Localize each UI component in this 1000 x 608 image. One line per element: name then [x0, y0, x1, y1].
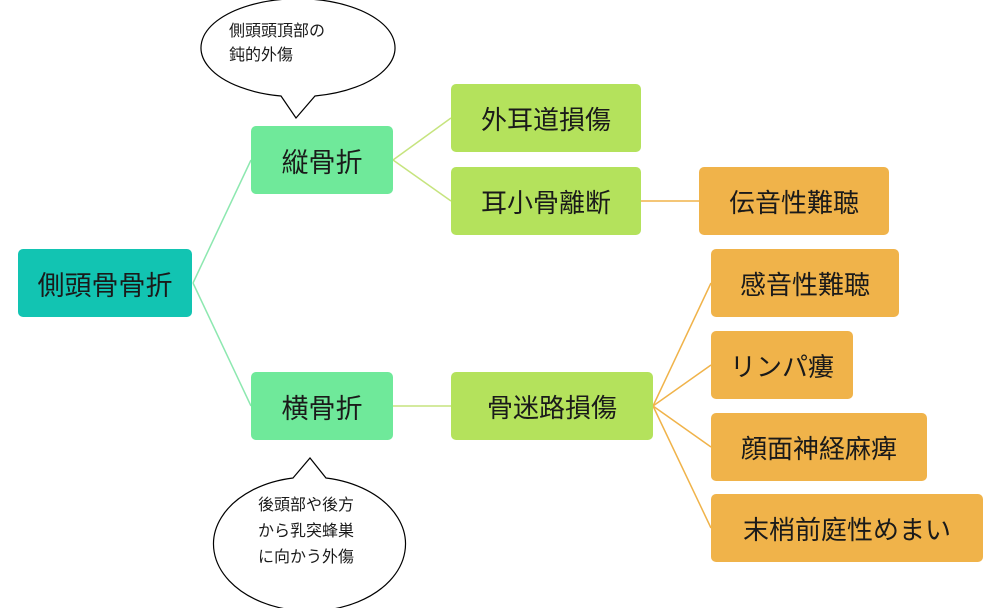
node-peripheral-vertigo: 末梢前庭性めまい: [711, 494, 983, 562]
connector-labyrinth-outcome-3: [652, 405, 712, 448]
connector-longitudinal-ossicle: [392, 159, 452, 202]
node-sensorineural-hearing-loss: 感音性難聴: [711, 249, 899, 317]
connector-labyrinth-outcome-2: [652, 364, 712, 407]
node-perilymph-fistula: リンパ瘻: [711, 331, 853, 399]
callout-bubble-transverse: [212, 457, 407, 608]
callout-line: 側頭頭頂部の: [229, 21, 326, 40]
callout-line: 後頭部や後方: [258, 495, 355, 514]
connector-labyrinth-outcome-1: [652, 282, 712, 407]
node-longitudinal-fracture: 縦骨折: [251, 126, 393, 194]
node-conductive-hearing-loss: 伝音性難聴: [699, 167, 889, 235]
callout-bubble-longitudinal: [200, 0, 396, 119]
connector-labyrinth-outcome-4: [652, 405, 712, 529]
node-facial-nerve-palsy: 顔面神経麻痺: [711, 413, 927, 481]
callout-text-transverse: 後頭部や後方 から乳突蜂巣 に向かう外傷: [258, 492, 394, 570]
node-ossicular-disruption: 耳小骨離断: [451, 167, 641, 235]
connector-root-transverse: [192, 282, 252, 407]
callout-line: に向かう外傷: [258, 547, 355, 566]
node-labyrinth-injury: 骨迷路損傷: [451, 372, 653, 440]
callout-text-longitudinal: 側頭頭頂部の 鈍的外傷: [229, 19, 365, 67]
connector-root-longitudinal: [192, 159, 252, 284]
node-temporal-bone-fracture: 側頭骨骨折: [18, 249, 192, 317]
node-transverse-fracture: 横骨折: [251, 372, 393, 440]
callout-line: から乳突蜂巣: [258, 521, 355, 540]
node-external-auditory-canal-injury: 外耳道損傷: [451, 84, 641, 152]
connector-longitudinal-ear-canal: [392, 117, 452, 161]
callout-line: 鈍的外傷: [229, 45, 294, 64]
